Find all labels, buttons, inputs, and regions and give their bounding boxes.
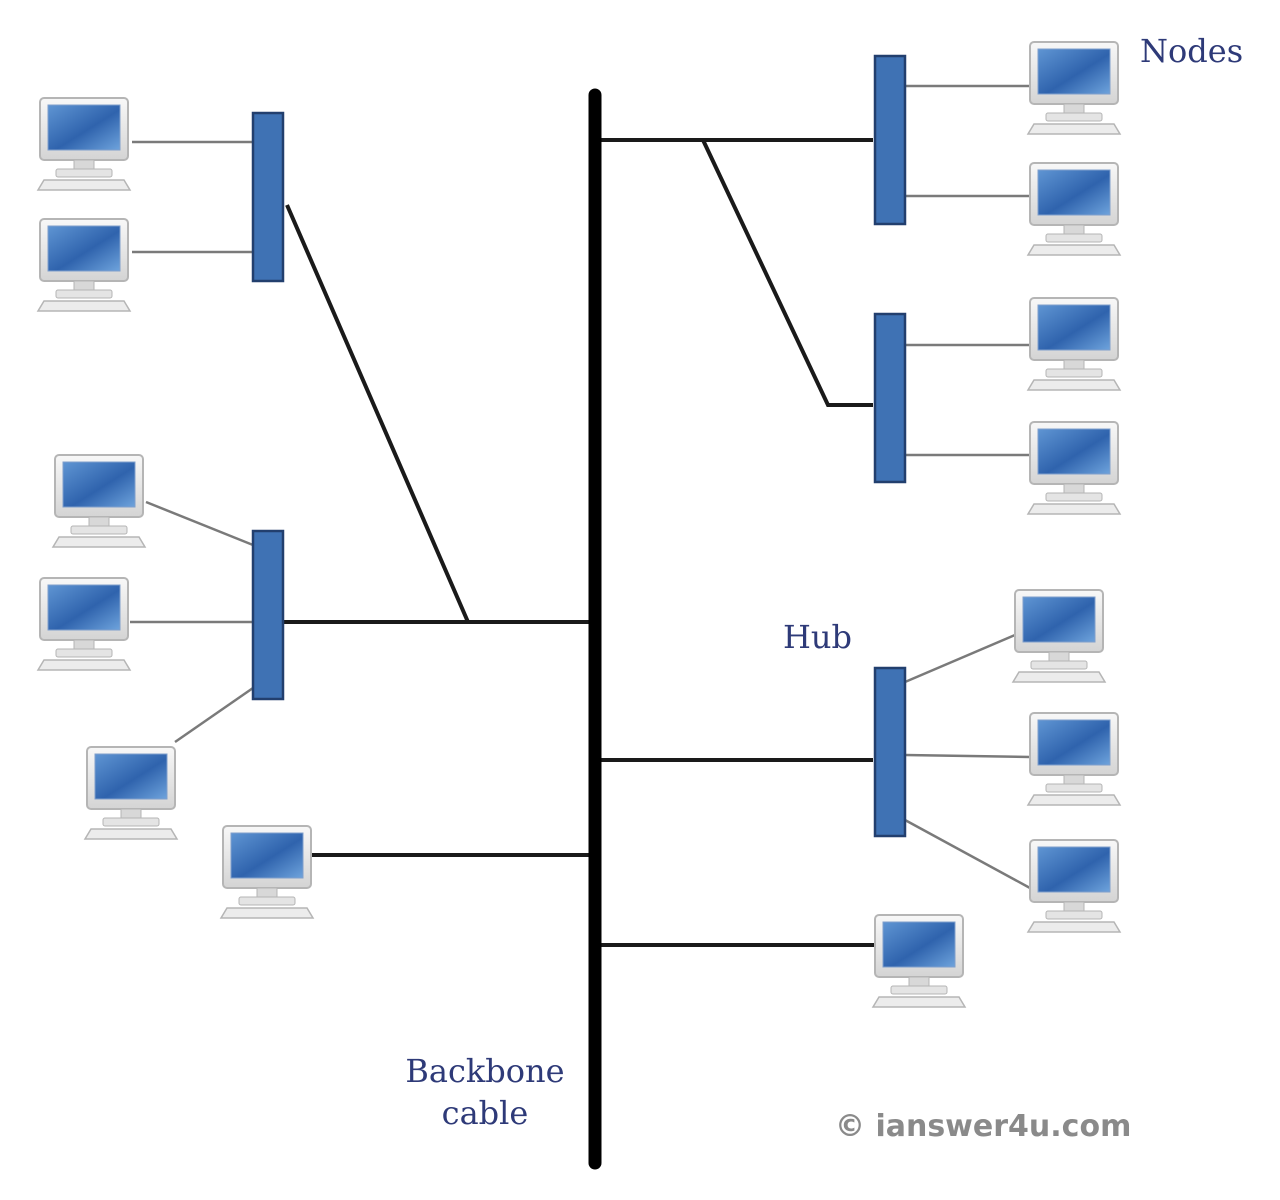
hub-icon xyxy=(873,312,907,484)
computer-icon xyxy=(1027,41,1121,135)
watermark: © ianswer4u.com xyxy=(835,1109,1131,1144)
branch-right-middle-hub xyxy=(701,139,873,407)
node-link xyxy=(904,633,1016,684)
backbone-branches xyxy=(283,138,875,947)
nodes-label: Nodes xyxy=(1140,32,1243,70)
backbone-label-line2: cable xyxy=(442,1094,529,1132)
computer-icon xyxy=(84,746,178,840)
computer-icon xyxy=(220,825,314,919)
hub-icon xyxy=(251,529,285,701)
computer-icon xyxy=(1027,712,1121,806)
node-links xyxy=(130,84,1031,890)
computer-icon xyxy=(872,914,966,1008)
node-link xyxy=(145,500,254,547)
hub-label: Hub xyxy=(783,618,852,656)
computer-icon xyxy=(37,97,131,191)
branch-left-hubs xyxy=(285,204,595,624)
node-link xyxy=(904,818,1031,890)
node-link xyxy=(904,753,1031,759)
backbone-label-line1: Backbone xyxy=(405,1052,564,1090)
computer-icon xyxy=(37,218,131,312)
hub-icon xyxy=(873,54,907,226)
hubs xyxy=(251,54,907,838)
computer-icon xyxy=(1027,421,1121,515)
computer-icon xyxy=(1027,839,1121,933)
computer-icon xyxy=(52,454,146,548)
hub-icon xyxy=(873,666,907,838)
computer-icon xyxy=(1027,162,1121,256)
hub-icon xyxy=(251,111,285,283)
computer-icon xyxy=(1027,297,1121,391)
node-link xyxy=(174,686,254,744)
computer-icon xyxy=(1012,589,1106,683)
computer-icon xyxy=(37,577,131,671)
